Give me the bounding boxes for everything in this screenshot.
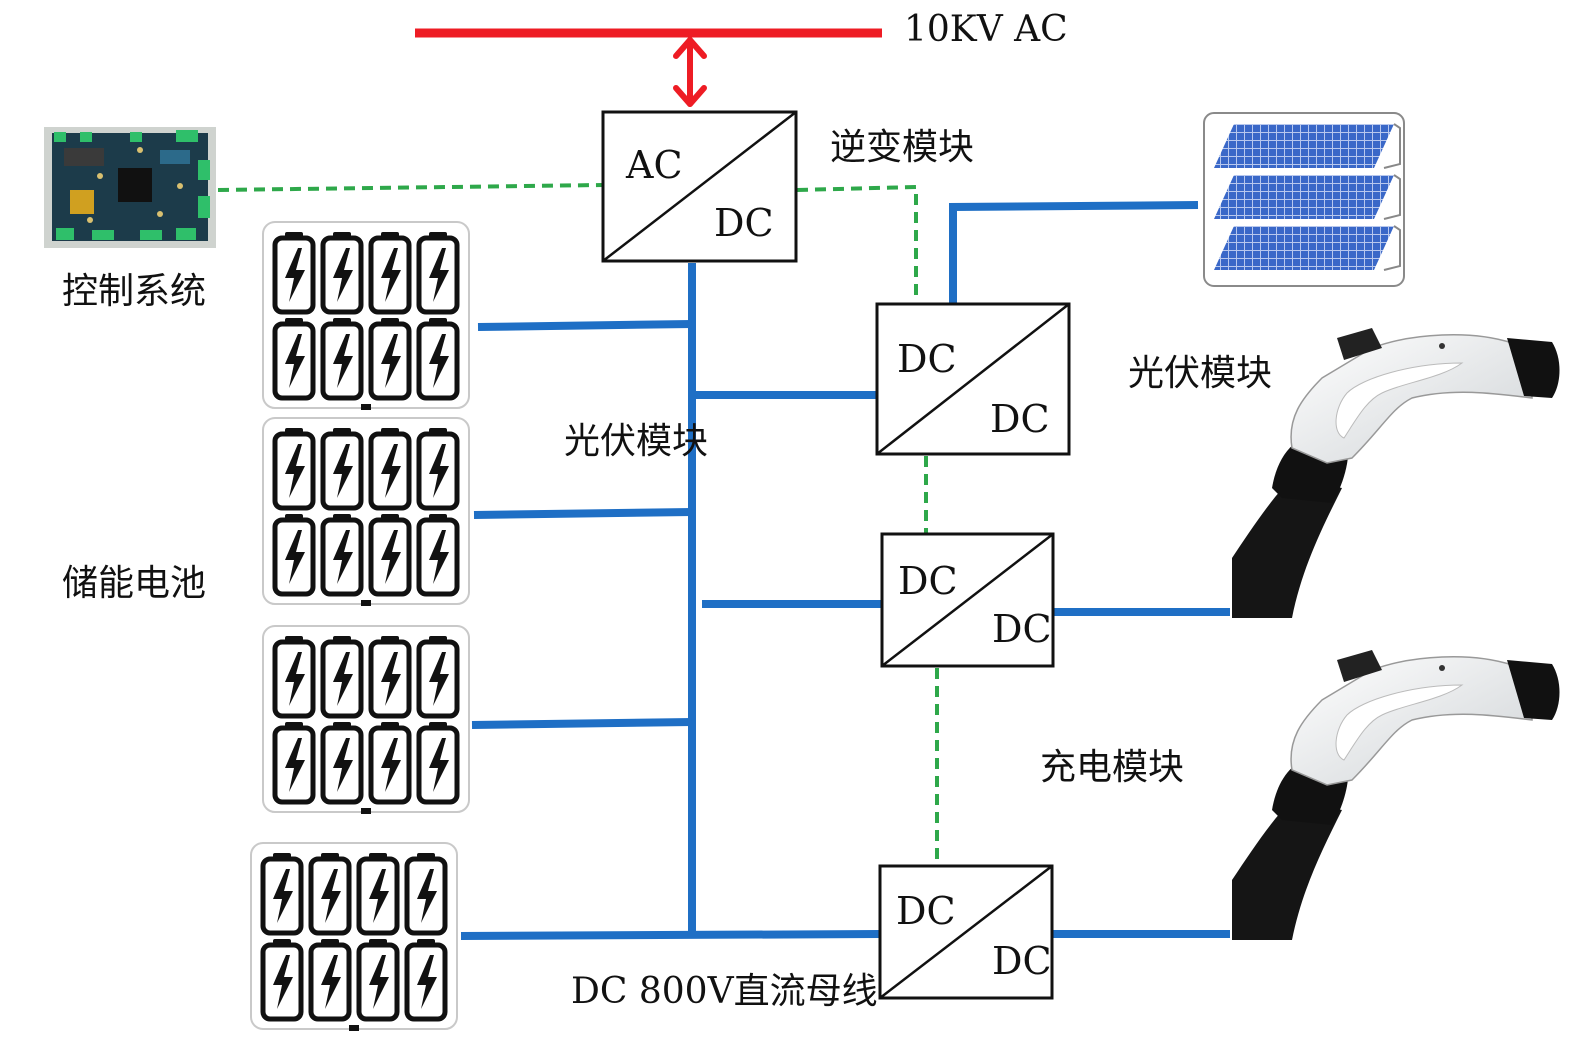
pv-dcdc-converter-box — [875, 302, 1071, 456]
storage-battery-label: 储能电池 — [62, 563, 207, 604]
charger2-converter-top-label: DC — [896, 889, 956, 933]
control-lines — [217, 183, 939, 866]
ev-charging-gun-icon — [1231, 327, 1561, 619]
charger1-converter-top-label: DC — [898, 559, 958, 603]
charger1-dcdc-converter-box — [880, 532, 1055, 668]
charger2-converter-bottom-label: DC — [992, 939, 1052, 983]
charger2-dcdc-converter-box — [878, 864, 1054, 1000]
battery-pack-icon — [251, 843, 457, 1031]
control-system-label: 控制系统 — [62, 271, 207, 312]
inverter-module-label: 逆变模块 — [830, 127, 975, 168]
ev-charging-gun-icon — [1231, 649, 1561, 941]
pv-converter-bottom-label: DC — [990, 397, 1050, 441]
pv-module-label-center: 光伏模块 — [564, 421, 709, 462]
pcb-board-icon — [44, 127, 216, 248]
inverter-converter-box — [601, 110, 798, 263]
solar-panel-icon — [1203, 112, 1405, 287]
charging-module-label: 充电模块 — [1040, 747, 1185, 788]
pv-module-label-right: 光伏模块 — [1128, 353, 1273, 394]
battery-pack-icon — [263, 626, 469, 814]
battery-pack-icon — [263, 222, 469, 410]
pv-converter-top-label: DC — [897, 337, 957, 381]
grid-voltage-label: 10KV AC — [904, 9, 1068, 50]
dc-bus-lines — [460, 201, 1230, 940]
charger1-converter-bottom-label: DC — [992, 607, 1052, 651]
dc-bus-label: DC 800V直流母线 — [571, 971, 878, 1012]
ac-bidirectional-arrow — [673, 37, 707, 107]
inverter-top-label: AC — [626, 143, 683, 187]
battery-pack-icon — [263, 418, 469, 606]
inverter-bottom-label: DC — [714, 201, 774, 245]
